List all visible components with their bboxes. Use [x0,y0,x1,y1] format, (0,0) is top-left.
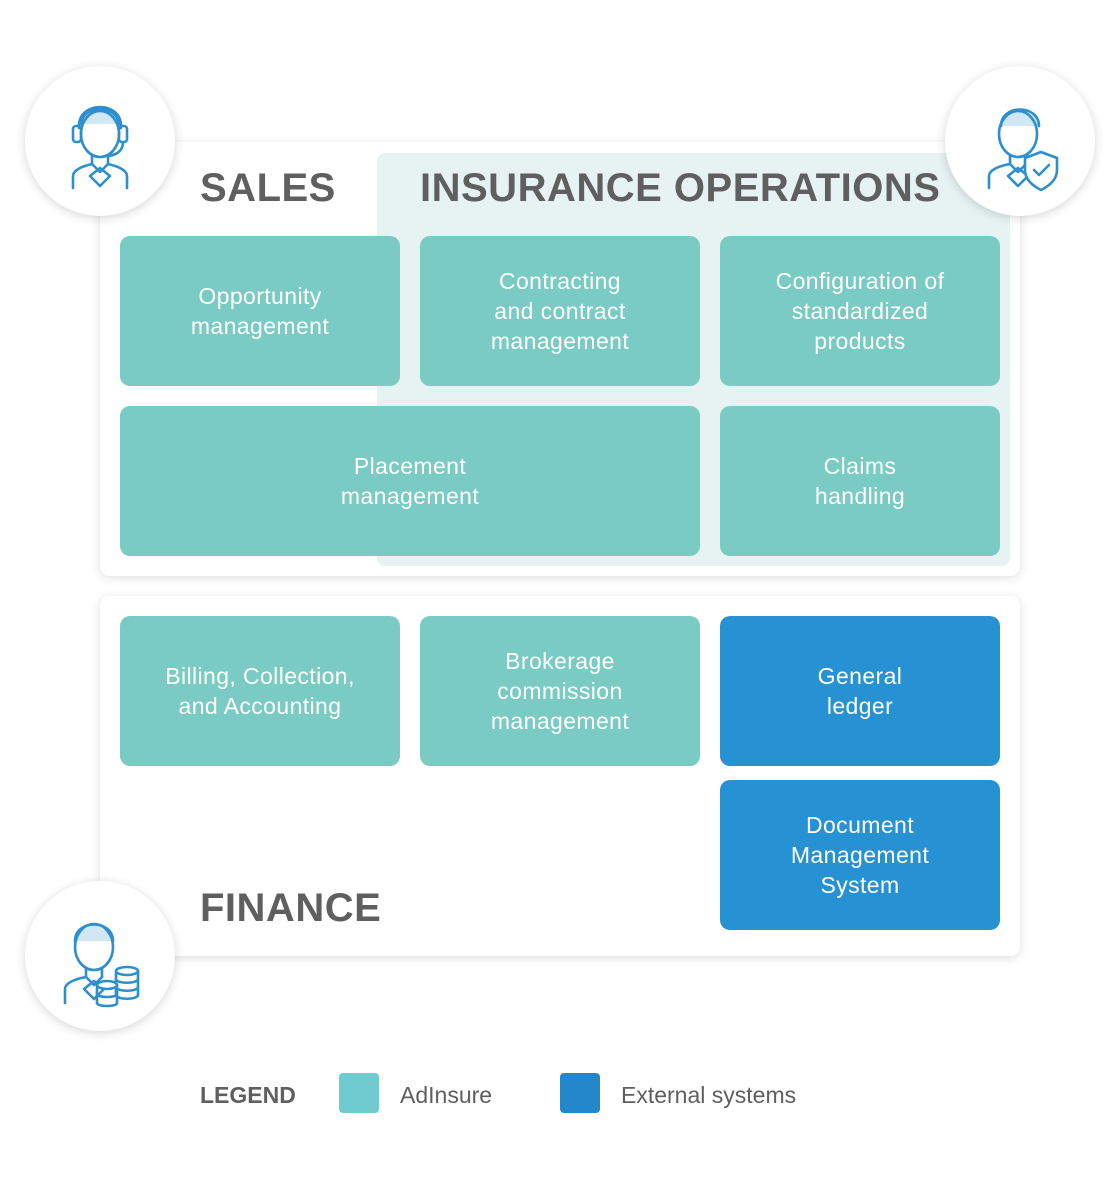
sales-avatar [25,66,175,216]
box-label: Opportunity management [190,283,330,339]
box-label: Placement management [340,453,480,509]
box-billing: Billing, Collection, and Accounting [120,616,400,766]
legend-swatch-adinsure [339,1073,379,1113]
box-label: General ledger [817,663,903,719]
box-label: Brokerage commission management [490,648,630,734]
legend-label-adinsure: AdInsure [400,1082,493,1108]
box-label: Contracting and contract management [490,268,630,354]
finance-avatar [25,881,175,1031]
box-label: Claims handling [814,453,906,509]
operations-avatar [945,66,1095,216]
box-label: Billing, Collection, and Accounting [165,663,355,719]
box-placement-management: Placement management [120,406,700,556]
sales-title: SALES [200,166,336,210]
legend-title: LEGEND [200,1082,296,1108]
box-label: Configuration of standardized products [775,268,945,354]
insurance-operations-title: INSURANCE OPERATIONS [420,166,941,210]
box-general-ledger: General ledger [720,616,1000,766]
sales-agent-headset-icon [71,105,129,190]
box-brokerage: Brokerage commission management [420,616,700,766]
box-opportunity-management: Opportunity management [120,236,400,386]
operations-agent-shield-icon [987,108,1059,192]
box-document-management-system: Document Management System [720,780,1000,930]
legend-label-external: External systems [621,1082,797,1108]
box-configuration: Configuration of standardized products [720,236,1000,386]
finance-title: FINANCE [200,886,382,930]
legend-swatch-external [560,1073,600,1113]
box-claims-handling: Claims handling [720,406,1000,556]
finance-agent-coins-icon [63,922,140,1008]
box-contracting: Contracting and contract management [420,236,700,386]
box-label: Document Management System [790,812,930,898]
